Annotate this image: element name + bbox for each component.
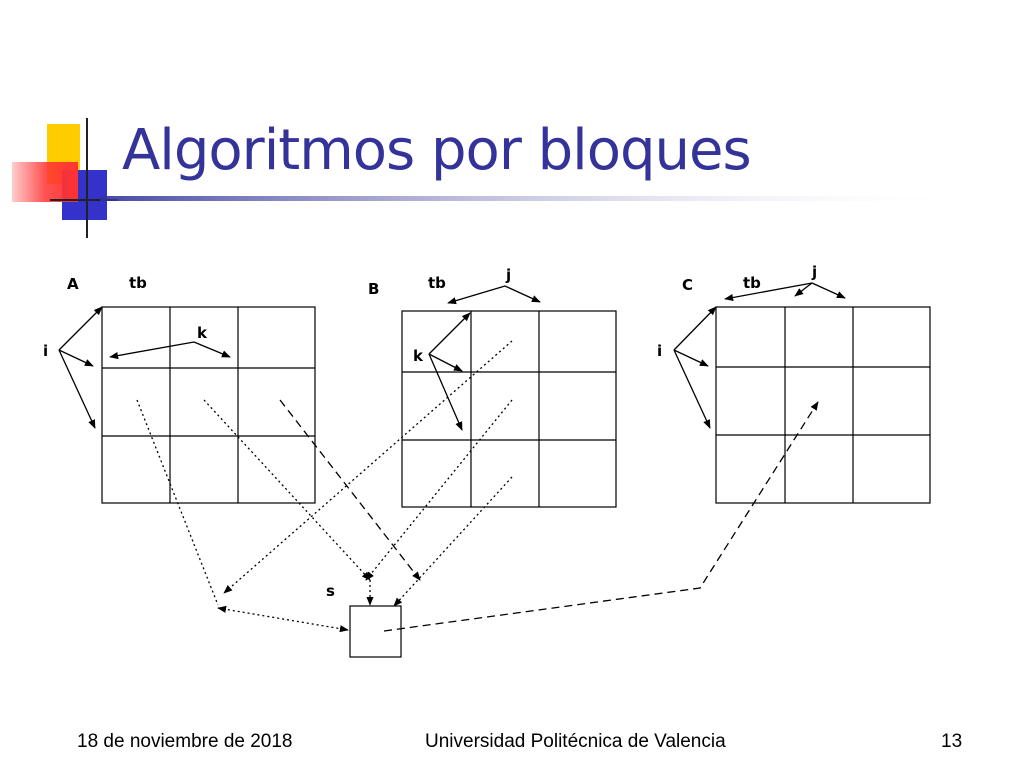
matrix-c-col-index: j [811,263,817,281]
matrix-a-row-index: i [43,342,48,360]
matrix-b-row-index: k [413,347,424,365]
matrix-b-col-index: j [505,266,511,284]
title-underline [100,196,970,201]
dashed-flow-arrows [279,399,819,632]
matrix-b-name: B [368,280,379,298]
scalar-box [349,605,402,658]
matrix-a-col-index: k [197,324,208,342]
scalar-label: s [326,582,335,600]
matrix-a-tb-label: tb [129,274,147,292]
logo-red-square [12,162,78,202]
matrix-c-name: C [682,276,693,294]
slide-title: Algoritmos por bloques [122,118,752,183]
footer-institution: Universidad Politécnica de Valencia [425,731,726,752]
dotted-flow-arrows [136,340,513,633]
matrix-b [401,310,617,508]
page-number: 13 [941,731,963,752]
matrix-c-tb-label: tb [743,274,761,292]
footer-date: 18 de noviembre de 2018 [77,731,293,752]
matrix-b-tb-label: tb [428,274,446,292]
matrix-a [101,306,316,504]
matrix-a-name: A [67,275,79,293]
matrix-c [715,306,931,504]
matrix-c-row-index: i [657,342,662,360]
index-arrows [58,282,846,431]
